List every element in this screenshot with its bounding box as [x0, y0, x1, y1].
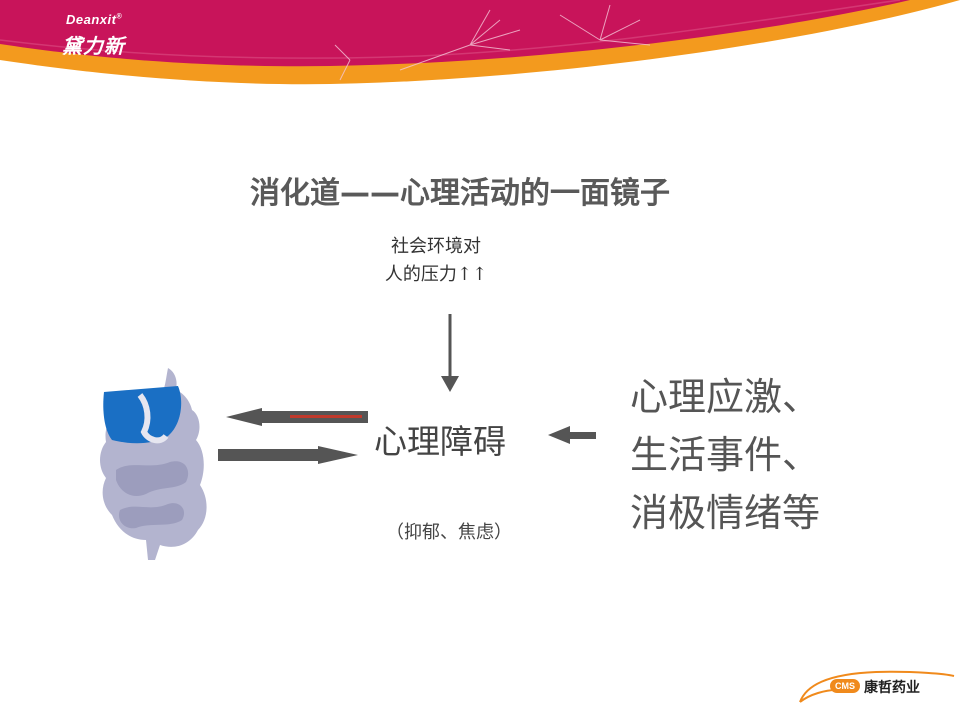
factor-item: 消极情绪等 [630, 491, 821, 535]
factor-item: 生活事件、 [630, 433, 821, 477]
depression-anxiety-label: （抑郁、焦虑） [386, 522, 512, 543]
brand-logo-cn: 黛力新 [62, 34, 125, 58]
stress-factors-list: 心理应激、 生活事件、 消极情绪等 [630, 368, 820, 542]
brand-logo-en: Deanxit® [66, 12, 123, 27]
top-banner [0, 0, 960, 85]
cms-badge: CMS [830, 679, 860, 693]
incoming-arrow-icon [548, 426, 596, 444]
slide-title: 消化道——心理活动的一面镜子 [250, 176, 670, 211]
digestive-tract-icon [100, 368, 207, 560]
psychological-disorder-label: 心理障碍 [374, 422, 506, 461]
company-name: 康哲药业 [864, 680, 920, 696]
dandelion-seeds-icon [334, 4, 651, 81]
left-arrow-icon [226, 408, 368, 426]
down-arrow-icon [441, 314, 459, 392]
factor-item: 心理应激、 [630, 375, 821, 419]
social-pressure-label: 社会环境对 人的压力↑↑ [384, 236, 488, 285]
right-arrow-icon [218, 446, 358, 464]
